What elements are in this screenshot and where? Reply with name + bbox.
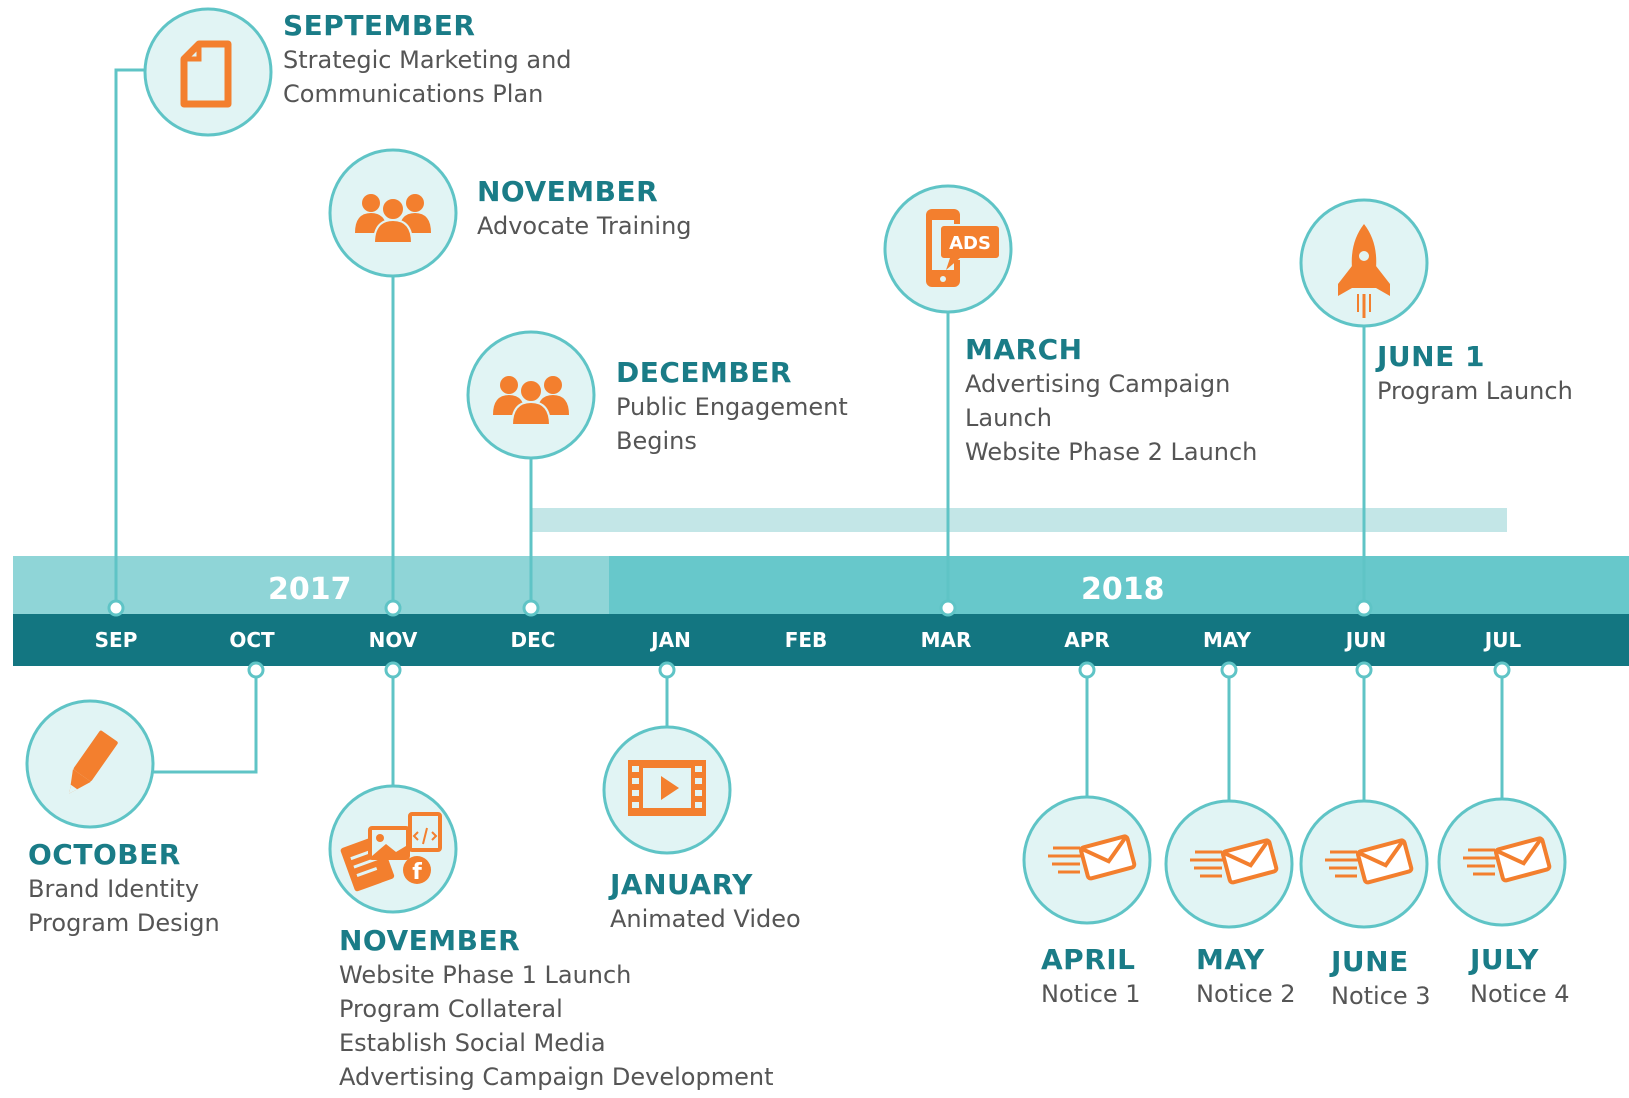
milestone-heading: JUNE 1 xyxy=(1377,340,1485,373)
milestone-july: JULY Notice 4 xyxy=(1470,943,1570,1011)
top-connectors xyxy=(114,68,1366,608)
milestone-text: Public Engagement xyxy=(616,393,848,421)
milestone-october: OCTOBER Brand Identity Program Design xyxy=(28,838,220,940)
milestone-text: Advertising Campaign xyxy=(965,370,1231,398)
milestone-text: Notice 1 xyxy=(1041,980,1141,1008)
milestone-heading: JULY xyxy=(1470,943,1539,976)
milestone-text: Animated Video xyxy=(610,905,801,933)
milestone-text: Program Collateral xyxy=(339,995,563,1023)
milestone-heading: MAY xyxy=(1196,943,1265,976)
milestone-text: Strategic Marketing and xyxy=(283,46,572,74)
month-label-jan: JAN xyxy=(651,628,691,652)
milestone-text: Notice 3 xyxy=(1331,982,1431,1010)
milestone-heading: OCTOBER xyxy=(28,838,181,871)
milestone-heading: MARCH xyxy=(965,333,1083,366)
milestone-text: Brand Identity xyxy=(28,875,200,903)
milestone-text: Website Phase 2 Launch xyxy=(965,438,1258,466)
milestone-may: MAY Notice 2 xyxy=(1196,943,1296,1011)
rocket-icon xyxy=(1338,224,1390,318)
milestone-june-1: JUNE 1 Program Launch xyxy=(1377,340,1573,408)
milestone-text: Notice 4 xyxy=(1470,980,1570,1008)
social-media-icon: f xyxy=(340,812,442,892)
milestone-september: SEPTEMBER Strategic Marketing and Commun… xyxy=(283,9,572,111)
month-label-oct: OCT xyxy=(229,628,275,652)
milestone-text: Program Design xyxy=(28,909,220,937)
milestone-text: Communications Plan xyxy=(283,80,544,108)
milestone-heading: NOVEMBER xyxy=(339,924,521,957)
month-label-may: MAY xyxy=(1203,628,1251,652)
milestone-april: APRIL Notice 1 xyxy=(1041,943,1141,1011)
milestone-text: Establish Social Media xyxy=(339,1029,606,1057)
milestone-heading: APRIL xyxy=(1041,943,1136,976)
year-label-2018: 2018 xyxy=(1081,572,1165,607)
milestone-text: Launch xyxy=(965,404,1052,432)
campaign-duration-bar xyxy=(531,508,1507,532)
year-label-2017: 2017 xyxy=(268,572,352,607)
milestone-heading: SEPTEMBER xyxy=(283,9,476,42)
document-icon xyxy=(180,40,232,108)
month-label-apr: APR xyxy=(1064,628,1110,652)
milestone-text: Notice 2 xyxy=(1196,980,1296,1008)
milestone-november-website: NOVEMBER Website Phase 1 Launch Program … xyxy=(339,924,773,1094)
month-label-mar: MAR xyxy=(920,628,972,652)
year-band-2018 xyxy=(609,556,1629,616)
milestone-text: Website Phase 1 Launch xyxy=(339,961,632,989)
month-axis-bar xyxy=(13,614,1629,666)
month-label-sep: SEP xyxy=(94,628,138,652)
milestone-heading: JUNE xyxy=(1331,945,1409,978)
milestone-january: JANUARY Animated Video xyxy=(610,868,801,936)
milestone-heading: NOVEMBER xyxy=(477,175,659,208)
month-label-feb: FEB xyxy=(784,628,828,652)
milestone-march: MARCH Advertising Campaign Launch Websit… xyxy=(965,333,1257,469)
milestone-heading: JANUARY xyxy=(610,868,753,901)
milestone-text: Begins xyxy=(616,427,697,455)
month-label-jul: JUL xyxy=(1484,628,1522,652)
milestone-december: DECEMBER Public Engagement Begins xyxy=(616,356,848,458)
svg-text:f: f xyxy=(412,860,422,885)
milestone-november-advocate: NOVEMBER Advocate Training xyxy=(477,175,692,243)
milestone-text: Advertising Campaign Development xyxy=(339,1063,774,1091)
video-icon xyxy=(628,760,706,816)
pencil-icon xyxy=(69,730,118,794)
icon-circles xyxy=(25,7,1567,929)
milestone-text: Advocate Training xyxy=(477,212,692,240)
mobile-ads-icon: ADS xyxy=(926,209,1001,287)
month-label-dec: DEC xyxy=(510,628,556,652)
milestone-text: Program Launch xyxy=(1377,377,1573,405)
milestone-june: JUNE Notice 3 xyxy=(1331,945,1431,1013)
month-label-nov: NOV xyxy=(368,628,418,652)
month-label-jun: JUN xyxy=(1345,628,1387,652)
axis-dots xyxy=(107,599,1511,679)
ads-badge-text: ADS xyxy=(949,233,991,254)
milestone-heading: DECEMBER xyxy=(616,356,792,389)
bottom-connectors xyxy=(152,670,1504,801)
